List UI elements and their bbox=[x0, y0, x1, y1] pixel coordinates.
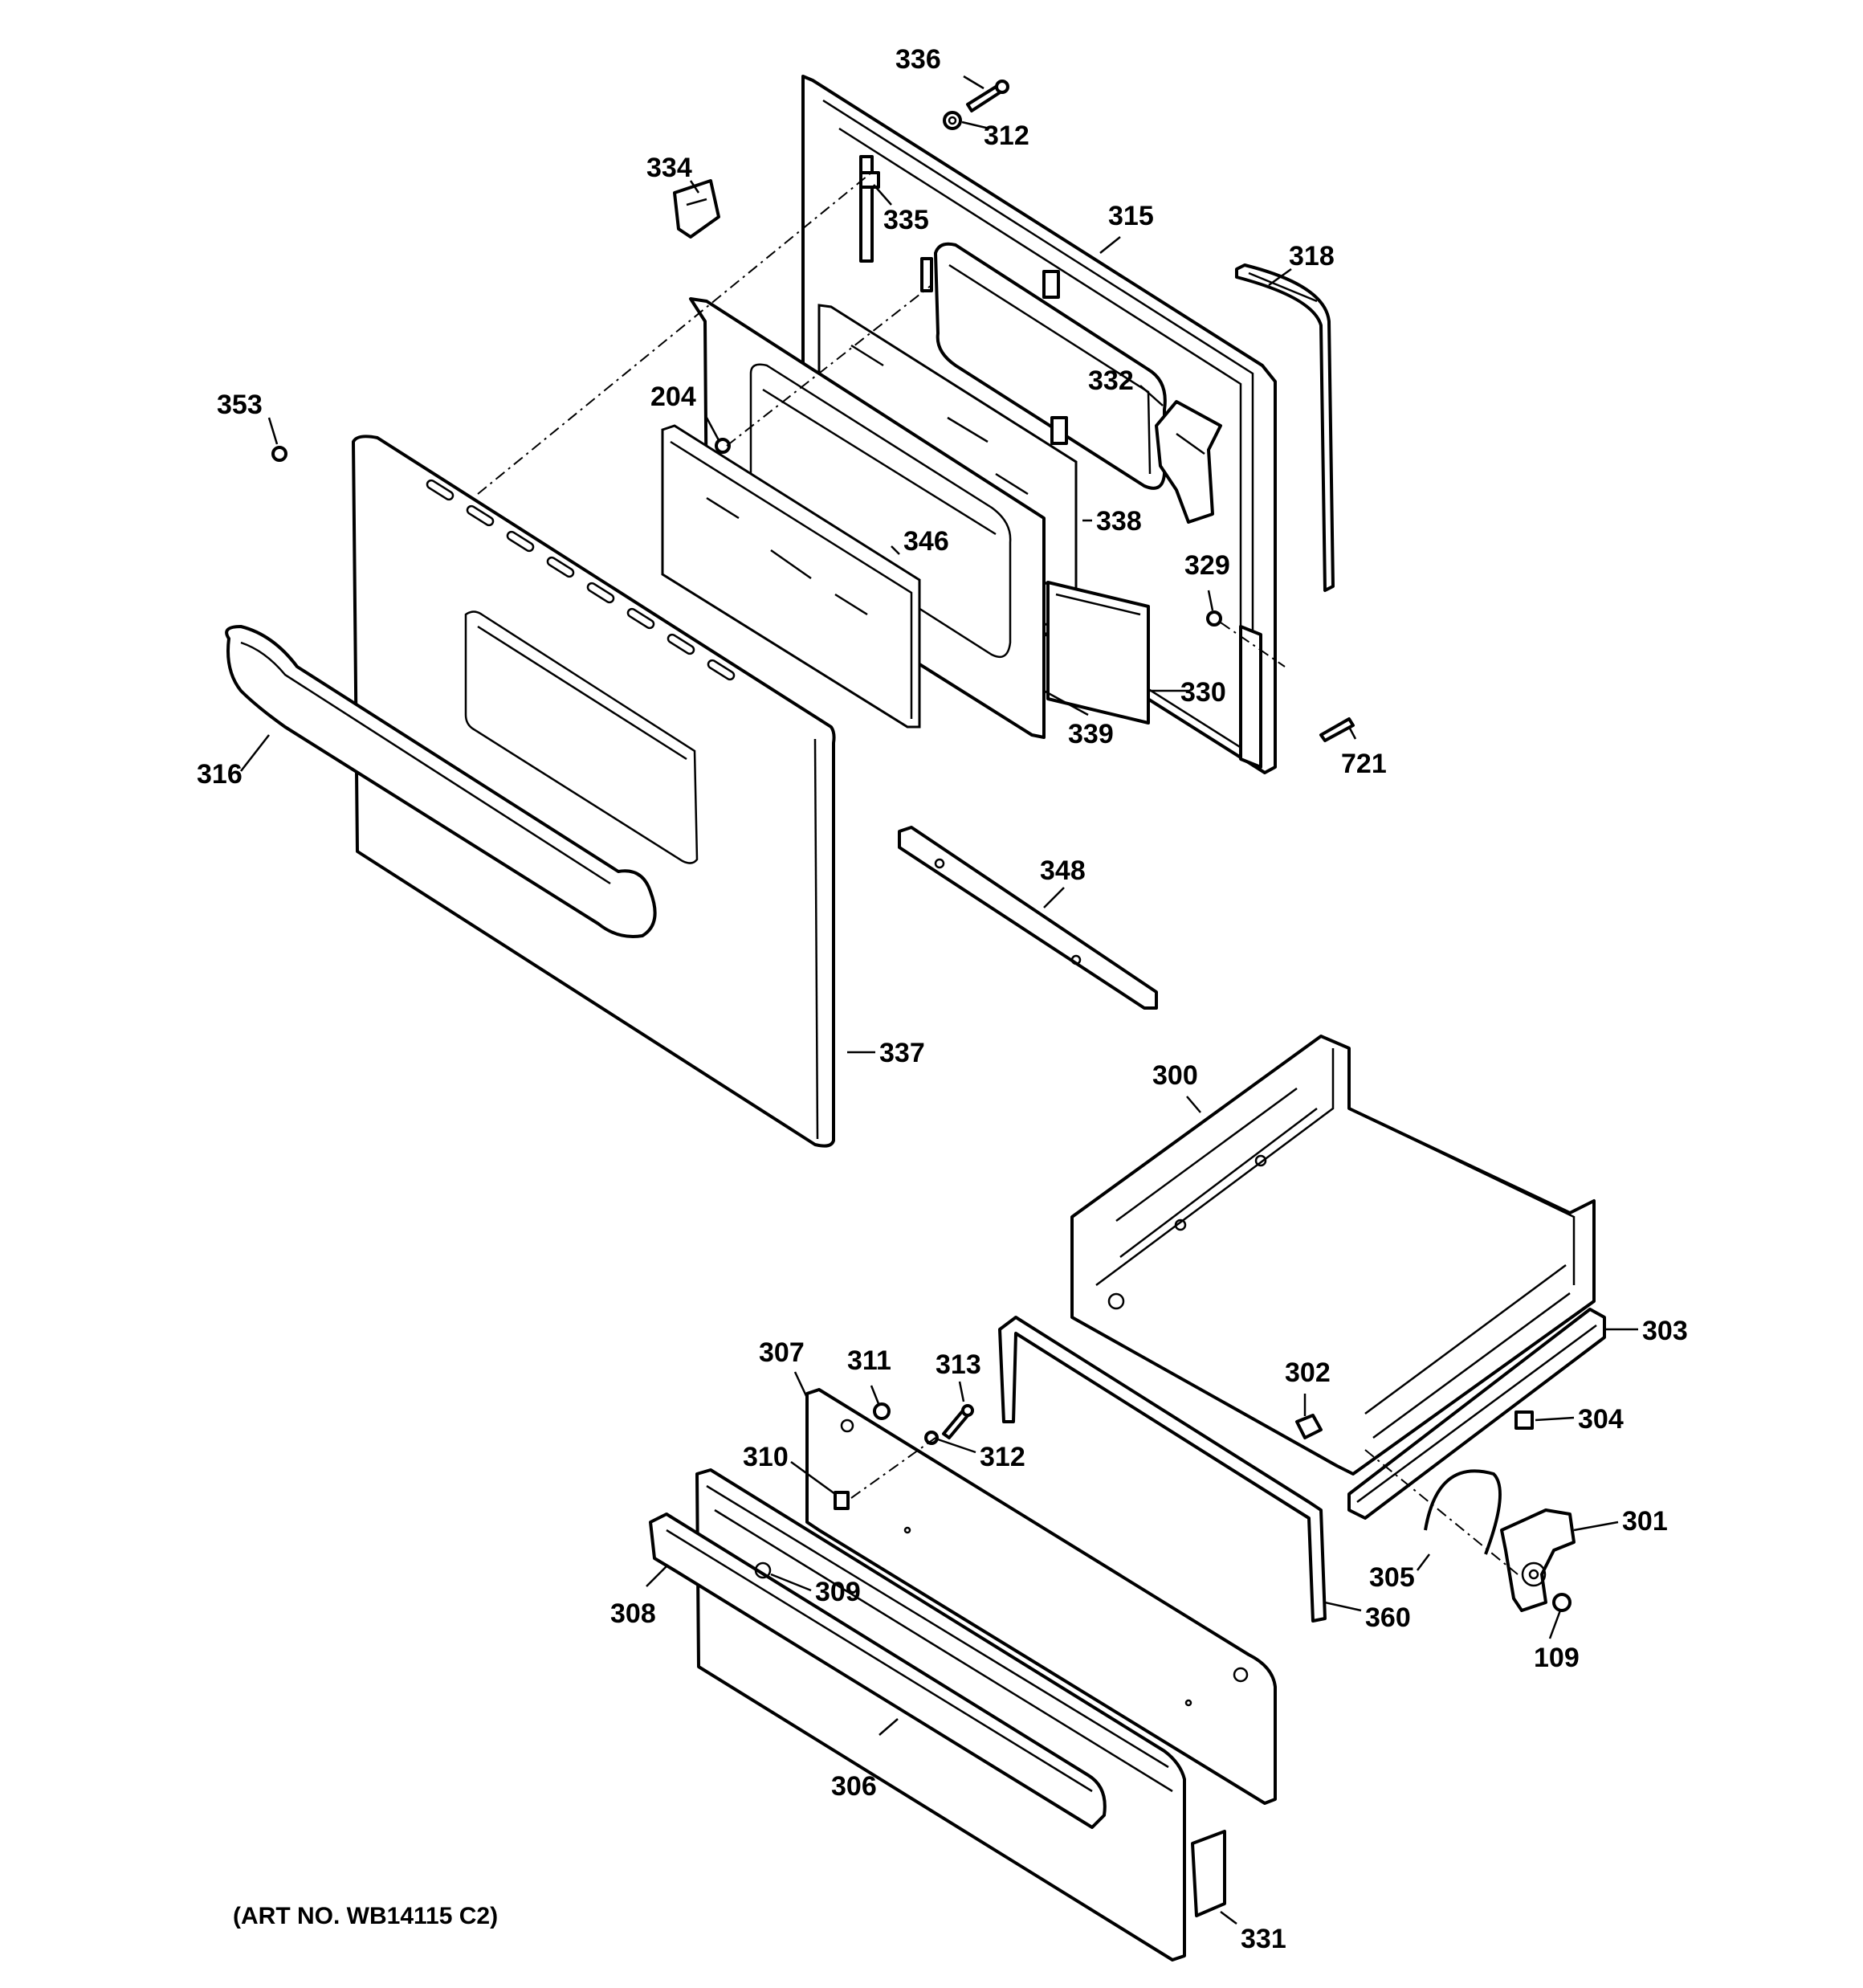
label-360: 360 bbox=[1365, 1602, 1411, 1633]
label-336: 336 bbox=[895, 44, 941, 75]
part-318-trim bbox=[1235, 263, 1335, 592]
label-353: 353 bbox=[217, 390, 263, 420]
part-307-drawer-panel bbox=[805, 1388, 1277, 1805]
part-336-screw bbox=[966, 80, 1009, 112]
part-315-door-liner bbox=[801, 75, 1277, 774]
part-304-clip bbox=[1514, 1410, 1534, 1430]
label-303: 303 bbox=[1642, 1316, 1688, 1346]
label-301: 301 bbox=[1622, 1506, 1668, 1537]
assembly-line-d bbox=[850, 1437, 936, 1499]
part-311-nut bbox=[873, 1402, 891, 1420]
label-339: 339 bbox=[1068, 719, 1114, 749]
vent-slots bbox=[426, 479, 736, 681]
part-346-outer-glass bbox=[661, 424, 921, 729]
part-337-outer-door bbox=[352, 435, 836, 1148]
label-330: 330 bbox=[1180, 677, 1226, 708]
part-332-insulation-block bbox=[1155, 400, 1222, 524]
part-310-clip bbox=[834, 1491, 850, 1510]
part-303-slide-rail bbox=[1347, 1308, 1606, 1520]
label-312-lower: 312 bbox=[980, 1442, 1025, 1472]
label-335: 335 bbox=[883, 205, 929, 235]
part-301-bracket bbox=[1500, 1508, 1576, 1612]
label-302: 302 bbox=[1285, 1357, 1331, 1388]
label-311: 311 bbox=[847, 1345, 891, 1376]
assembly-line-c bbox=[1220, 622, 1286, 667]
part-312-washer-lower bbox=[924, 1431, 939, 1445]
label-312-upper: 312 bbox=[984, 120, 1029, 151]
part-312-washer-upper bbox=[943, 111, 962, 130]
label-315: 315 bbox=[1108, 201, 1154, 231]
part-308-drawer-handle bbox=[649, 1512, 1107, 1829]
label-346: 346 bbox=[903, 526, 949, 557]
leader-lines bbox=[240, 75, 1638, 1925]
part-109-nut bbox=[1552, 1593, 1572, 1612]
label-316: 316 bbox=[197, 759, 243, 790]
label-313: 313 bbox=[936, 1349, 981, 1380]
part-721-screw bbox=[1319, 717, 1355, 742]
part-339-glass-frame bbox=[689, 297, 1046, 739]
label-348: 348 bbox=[1040, 855, 1086, 886]
label-305: 305 bbox=[1369, 1562, 1415, 1593]
part-348-bracket bbox=[898, 826, 1158, 1010]
part-331-clip bbox=[1191, 1830, 1226, 1917]
label-332: 332 bbox=[1088, 365, 1134, 396]
label-721: 721 bbox=[1341, 749, 1387, 779]
label-329: 329 bbox=[1184, 550, 1230, 581]
part-360-gasket bbox=[998, 1316, 1327, 1623]
label-309: 309 bbox=[815, 1577, 861, 1607]
label-318: 318 bbox=[1289, 241, 1335, 271]
label-300: 300 bbox=[1152, 1060, 1198, 1091]
art-number: (ART NO. WB14115 C2) bbox=[233, 1903, 498, 1929]
label-304: 304 bbox=[1578, 1404, 1624, 1435]
assembly-line-e bbox=[1364, 1449, 1519, 1575]
label-307: 307 bbox=[759, 1337, 805, 1368]
part-335-clip bbox=[859, 171, 880, 189]
label-109: 109 bbox=[1534, 1643, 1580, 1673]
part-316-handle bbox=[225, 625, 657, 938]
label-331: 331 bbox=[1241, 1924, 1286, 1954]
part-204-screw bbox=[715, 438, 731, 454]
assembly-line-a bbox=[477, 172, 872, 495]
label-338: 338 bbox=[1096, 506, 1142, 537]
callout-labels: 336 312 334 335 315 318 353 204 332 346 … bbox=[197, 44, 1688, 1954]
assembly-line-b bbox=[726, 284, 932, 447]
label-310: 310 bbox=[743, 1442, 789, 1472]
label-306: 306 bbox=[831, 1771, 877, 1802]
label-308: 308 bbox=[610, 1598, 656, 1629]
part-313-screw bbox=[942, 1404, 974, 1439]
part-300-drawer-body bbox=[1070, 1035, 1596, 1476]
label-204: 204 bbox=[650, 382, 696, 412]
part-329-screw bbox=[1206, 610, 1222, 627]
part-305-wire bbox=[1424, 1469, 1502, 1555]
part-302-stud bbox=[1295, 1414, 1323, 1439]
part-330-insulation bbox=[1046, 581, 1150, 725]
label-334: 334 bbox=[646, 153, 692, 183]
part-334-clip bbox=[673, 179, 720, 239]
part-353-screw bbox=[271, 446, 287, 462]
label-337: 337 bbox=[879, 1038, 925, 1068]
